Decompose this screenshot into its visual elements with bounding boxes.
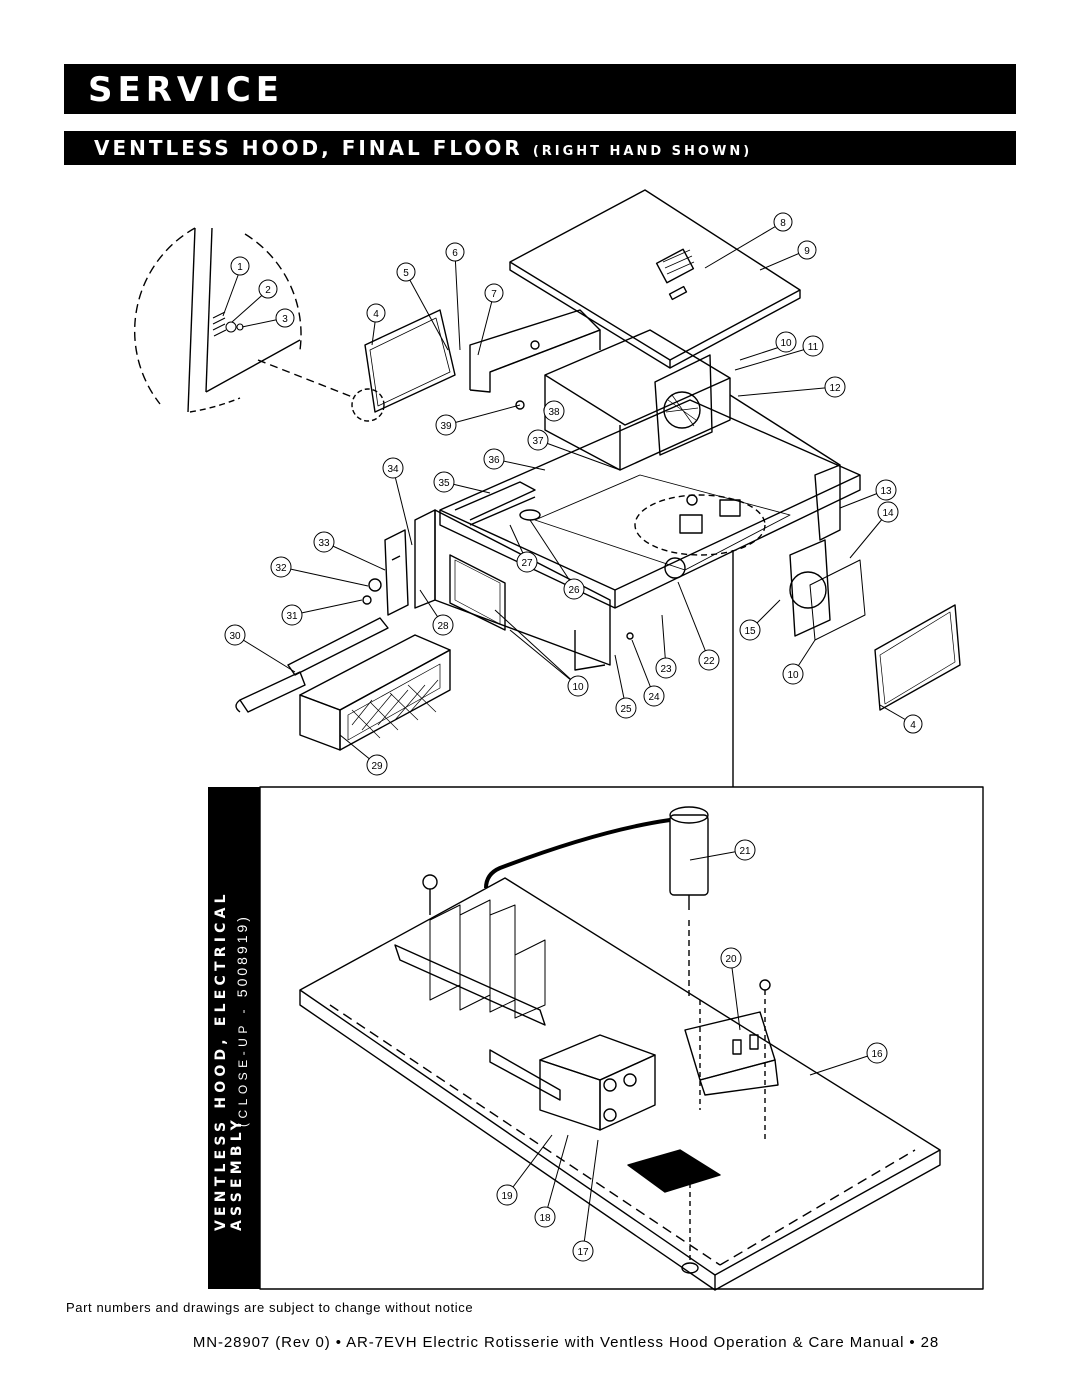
inset-label-panel — [208, 787, 260, 1289]
callout-30: 30 — [229, 631, 241, 642]
callout-25: 25 — [620, 704, 632, 715]
callout-22: 22 — [703, 656, 715, 667]
page-footer: MN-28907 (Rev 0) • AR-7EVH Electric Roti… — [192, 1334, 940, 1351]
callout-12: 12 — [829, 383, 841, 394]
callout-10b: 10 — [572, 682, 584, 693]
callout-31: 31 — [286, 611, 298, 622]
callout-1: 1 — [237, 262, 243, 273]
callout-39: 39 — [440, 421, 452, 432]
callout-7: 7 — [491, 289, 497, 300]
callout-21: 21 — [739, 846, 751, 857]
callout-14: 14 — [882, 508, 894, 519]
subtitle-bar: VENTLESS HOOD, FINAL FLOOR (RIGHT HAND S… — [64, 131, 1016, 165]
callout-38: 38 — [548, 407, 560, 418]
callout-15: 15 — [744, 626, 756, 637]
callout-5: 5 — [403, 268, 409, 279]
callout-26: 26 — [568, 585, 580, 596]
callout-16: 16 — [871, 1049, 883, 1060]
inset-label-subtitle: (CLOSE-UP - 5008919) — [234, 914, 250, 1127]
section-title: SERVICE — [88, 70, 285, 110]
subtitle-sub: (RIGHT HAND SHOWN) — [532, 144, 753, 159]
callout-36: 36 — [488, 455, 500, 466]
callout-4: 4 — [373, 309, 379, 320]
subtitle-main: VENTLESS HOOD, FINAL FLOOR — [94, 136, 523, 160]
callout-10a: 10 — [780, 338, 792, 349]
callout-33: 33 — [318, 538, 330, 549]
callout-2: 2 — [265, 285, 271, 296]
callout-20: 20 — [725, 954, 737, 965]
inset-label: VENTLESS HOOD, ELECTRICAL ASSEMBLY (CLOS… — [208, 787, 260, 1289]
callout-11: 11 — [808, 342, 819, 353]
callout-32: 32 — [275, 563, 287, 574]
callout-9: 9 — [804, 246, 810, 257]
callout-4b: 4 — [910, 720, 916, 731]
callout-10c: 10 — [787, 670, 799, 681]
callout-13: 13 — [880, 486, 892, 497]
callout-18: 18 — [539, 1213, 551, 1224]
callout-3: 3 — [282, 314, 288, 325]
callout-17: 17 — [577, 1247, 589, 1258]
callout-19: 19 — [501, 1191, 513, 1202]
footnote: Part numbers and drawings are subject to… — [66, 1300, 474, 1315]
subtitle: VENTLESS HOOD, FINAL FLOOR (RIGHT HAND S… — [94, 136, 752, 160]
callout-29: 29 — [371, 761, 383, 772]
callout-27: 27 — [521, 558, 533, 569]
callout-24: 24 — [648, 692, 660, 703]
callout-8: 8 — [780, 218, 786, 229]
callout-6: 6 — [452, 248, 458, 259]
callout-28: 28 — [437, 621, 449, 632]
callout-23: 23 — [660, 664, 672, 675]
callout-37: 37 — [532, 436, 544, 447]
inset-part-number: 5008919 — [234, 921, 250, 998]
section-banner: SERVICE — [64, 64, 1016, 114]
callout-35: 35 — [438, 478, 450, 489]
callout-34: 34 — [387, 464, 399, 475]
